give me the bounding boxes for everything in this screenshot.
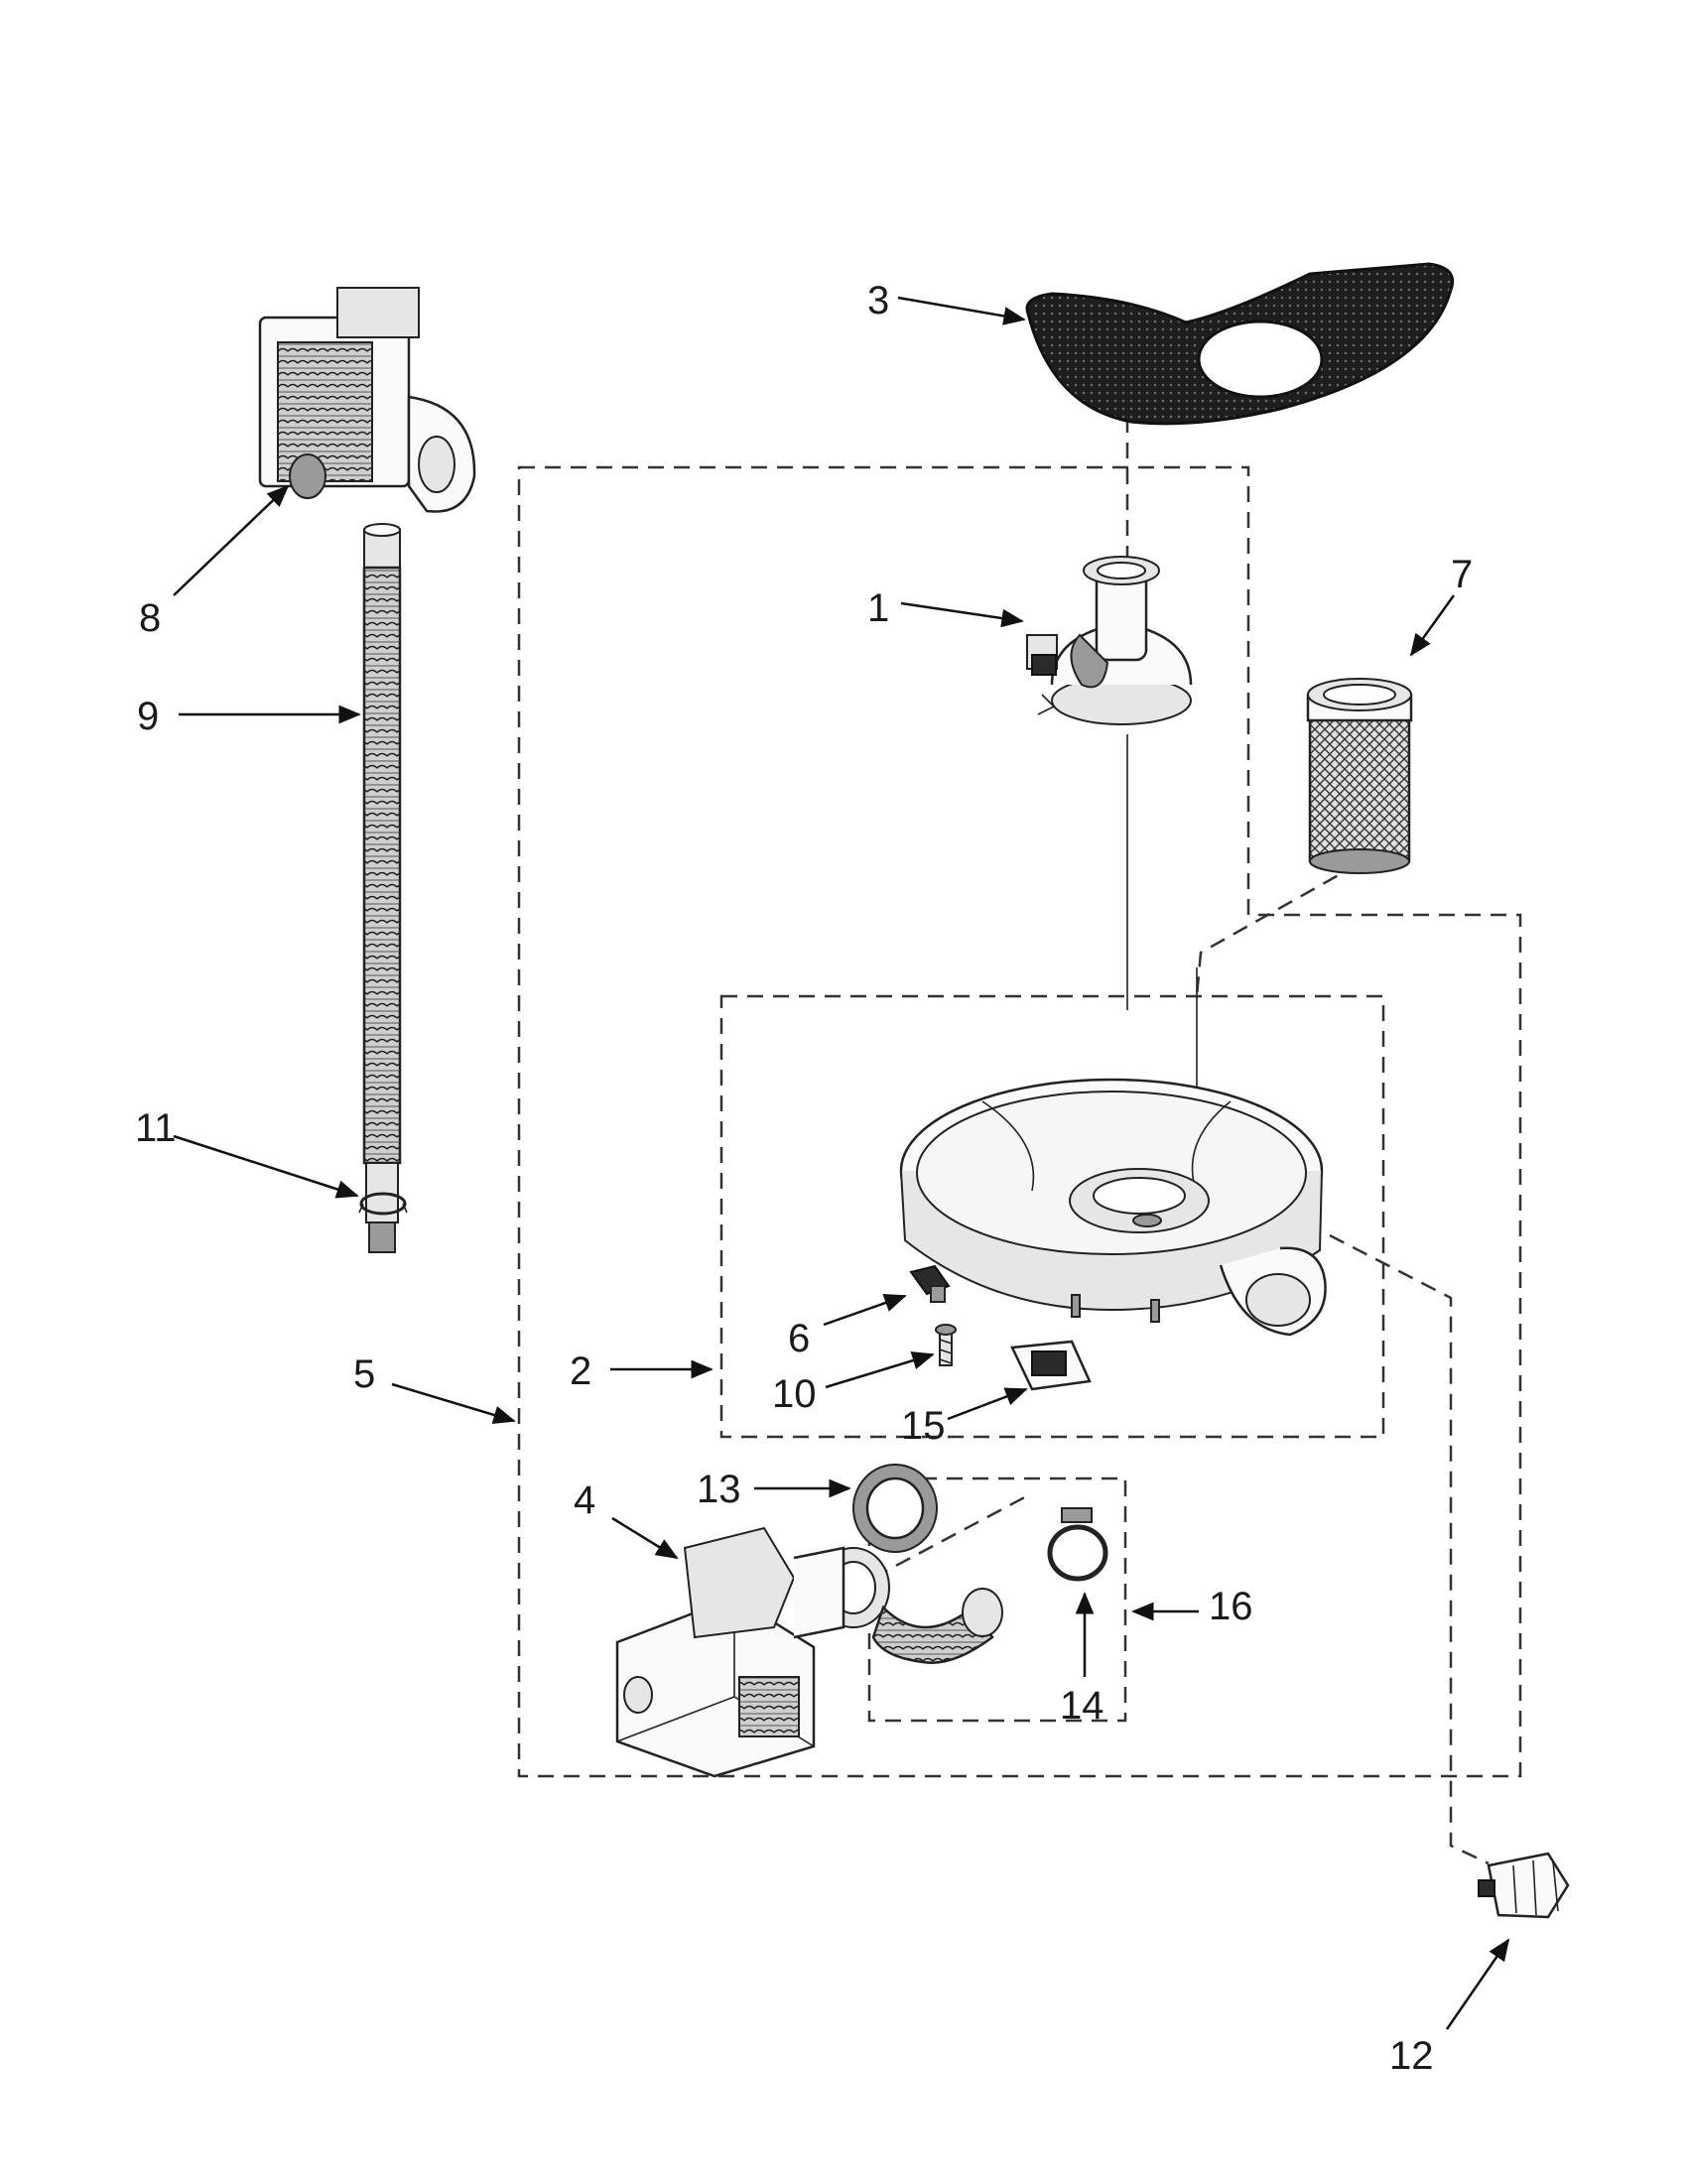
callout-7: 7 <box>1451 553 1473 596</box>
callout-2: 2 <box>570 1349 591 1393</box>
callout-6: 6 <box>788 1317 810 1360</box>
group-16-outline <box>867 1477 1127 1723</box>
callout-4: 4 <box>574 1478 595 1522</box>
circulation-pump-motor-icon <box>615 1526 890 1778</box>
callout-1: 1 <box>867 586 889 630</box>
callout-labels: 3 1 7 8 9 11 2 5 6 10 15 13 4 14 16 12 <box>135 279 1473 2078</box>
drain-hose-icon <box>362 523 402 1253</box>
callout-12: 12 <box>1389 2034 1434 2078</box>
cylindrical-filter-icon <box>1306 678 1413 874</box>
callout-9: 9 <box>137 695 159 738</box>
callout-16: 16 <box>1209 1585 1253 1628</box>
callout-14: 14 <box>1060 1684 1104 1728</box>
leader-lines <box>173 296 1510 2030</box>
clip-icon <box>909 1264 951 1303</box>
callout-3: 3 <box>867 279 889 322</box>
hose-elbow-icon <box>871 1588 1003 1664</box>
callout-15: 15 <box>901 1404 946 1448</box>
drain-pump-icon <box>258 287 476 513</box>
clamp-14-icon <box>1047 1507 1108 1582</box>
filter-screen-icon <box>1025 262 1455 426</box>
callout-5: 5 <box>353 1352 375 1396</box>
pump-housing-valve-icon <box>1026 556 1193 725</box>
callout-10: 10 <box>772 1372 817 1416</box>
connector-icon <box>1010 1340 1092 1391</box>
callout-13: 13 <box>697 1468 741 1511</box>
sump-assembly-icon <box>899 1078 1327 1337</box>
hose-clamp-icon <box>358 1192 408 1216</box>
group-2-outline <box>719 994 1385 1439</box>
callout-11: 11 <box>135 1106 177 1150</box>
seal-ring-icon <box>852 1464 938 1553</box>
group-5-outline <box>517 465 1522 1778</box>
callout-8: 8 <box>139 596 161 640</box>
sensor-icon <box>1478 1852 1570 1919</box>
screw-icon <box>935 1324 957 1366</box>
